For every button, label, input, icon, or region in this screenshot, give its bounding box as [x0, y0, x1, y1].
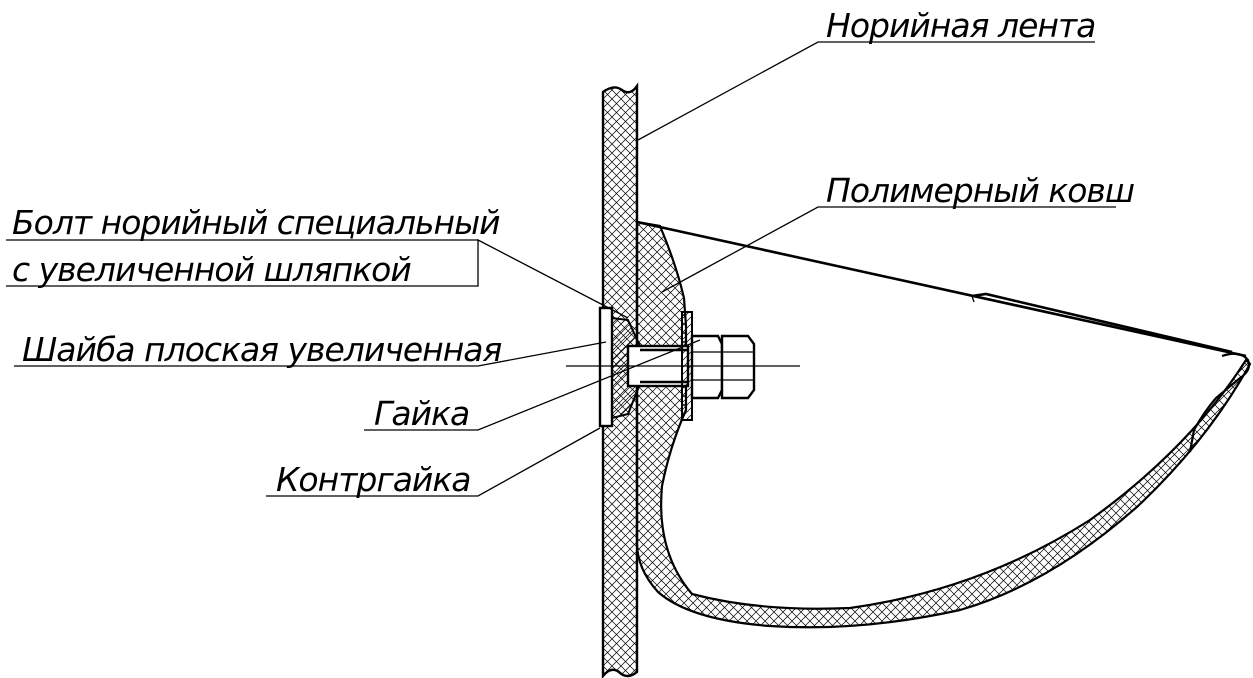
locknut: [720, 334, 756, 400]
nut: [690, 334, 724, 400]
label-locknut: Контргайка: [276, 460, 471, 499]
label-nut: Гайка: [374, 394, 469, 433]
label-bolt-line2: с увеличенной шляпкой: [12, 250, 411, 289]
label-washer: Шайба плоская увеличенная: [22, 330, 502, 369]
label-bolt-line1: Болт норийный специальный: [12, 203, 500, 242]
polymer-bucket: [635, 220, 1252, 629]
label-bucket: Полимерный ковш: [826, 171, 1134, 210]
label-belt: Норийная лента: [826, 6, 1095, 45]
leader-lines: [6, 41, 1116, 497]
